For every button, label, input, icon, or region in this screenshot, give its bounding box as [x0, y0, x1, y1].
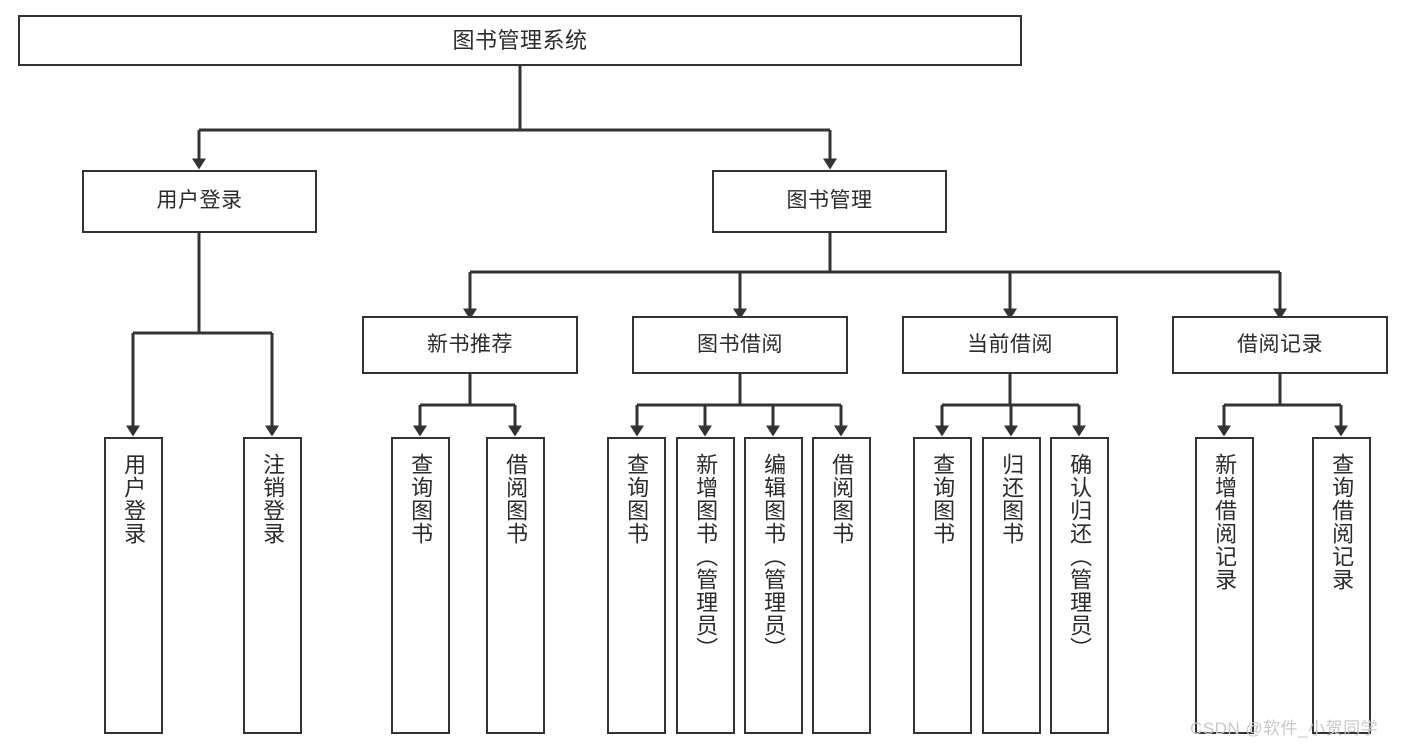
leaf-book-borrow-3-label: 编辑图书（管理员） — [761, 453, 787, 660]
leaf-current-borrow-1[interactable]: 查询图书 — [913, 437, 972, 734]
leaf-book-borrow-3[interactable]: 编辑图书（管理员） — [744, 437, 803, 734]
leaf-user-login-2-label: 注销登录 — [260, 453, 286, 545]
node-current-borrow[interactable]: 当前借阅 — [902, 316, 1118, 374]
leaf-new-book-2[interactable]: 借阅图书 — [486, 437, 545, 734]
leaf-book-borrow-1-label: 查询图书 — [624, 453, 650, 545]
node-user-login[interactable]: 用户登录 — [82, 170, 317, 233]
node-new-book-recommend-label: 新书推荐 — [427, 332, 513, 356]
leaf-current-borrow-1-label: 查询图书 — [930, 453, 956, 545]
leaf-new-book-1-label: 查询图书 — [408, 453, 434, 545]
leaf-user-login-2[interactable]: 注销登录 — [243, 437, 302, 734]
leaf-book-borrow-4-label: 借阅图书 — [829, 453, 855, 545]
leaf-book-borrow-4[interactable]: 借阅图书 — [812, 437, 871, 734]
leaf-current-borrow-2[interactable]: 归还图书 — [982, 437, 1041, 734]
leaf-new-book-1[interactable]: 查询图书 — [391, 437, 450, 734]
node-book-management[interactable]: 图书管理 — [712, 170, 947, 233]
leaf-book-borrow-2[interactable]: 新增图书（管理员） — [676, 437, 735, 734]
leaf-borrow-record-1[interactable]: 新增借阅记录 — [1195, 437, 1254, 734]
leaf-new-book-2-label: 借阅图书 — [503, 453, 529, 545]
leaf-borrow-record-2-label: 查询借阅记录 — [1329, 453, 1355, 591]
node-root[interactable]: 图书管理系统 — [18, 15, 1022, 66]
leaf-current-borrow-3-label: 确认归还（管理员） — [1067, 453, 1093, 660]
node-user-login-label: 用户登录 — [156, 189, 243, 213]
node-root-label: 图书管理系统 — [452, 27, 588, 53]
leaf-borrow-record-2[interactable]: 查询借阅记录 — [1312, 437, 1371, 734]
leaf-current-borrow-3[interactable]: 确认归还（管理员） — [1050, 437, 1109, 734]
node-current-borrow-label: 当前借阅 — [967, 332, 1053, 356]
node-borrow-record[interactable]: 借阅记录 — [1172, 316, 1388, 374]
leaf-current-borrow-2-label: 归还图书 — [999, 453, 1025, 545]
leaf-user-login-1[interactable]: 用户登录 — [104, 437, 163, 734]
leaf-user-login-1-label: 用户登录 — [121, 453, 147, 545]
leaf-borrow-record-1-label: 新增借阅记录 — [1212, 453, 1238, 591]
node-borrow-record-label: 借阅记录 — [1237, 332, 1323, 356]
node-book-management-label: 图书管理 — [786, 189, 873, 213]
node-book-borrow-label: 图书借阅 — [697, 332, 783, 356]
node-book-borrow[interactable]: 图书借阅 — [632, 316, 848, 374]
leaf-book-borrow-1[interactable]: 查询图书 — [607, 437, 666, 734]
leaf-book-borrow-2-label: 新增图书（管理员） — [693, 453, 719, 660]
node-new-book-recommend[interactable]: 新书推荐 — [362, 316, 578, 374]
